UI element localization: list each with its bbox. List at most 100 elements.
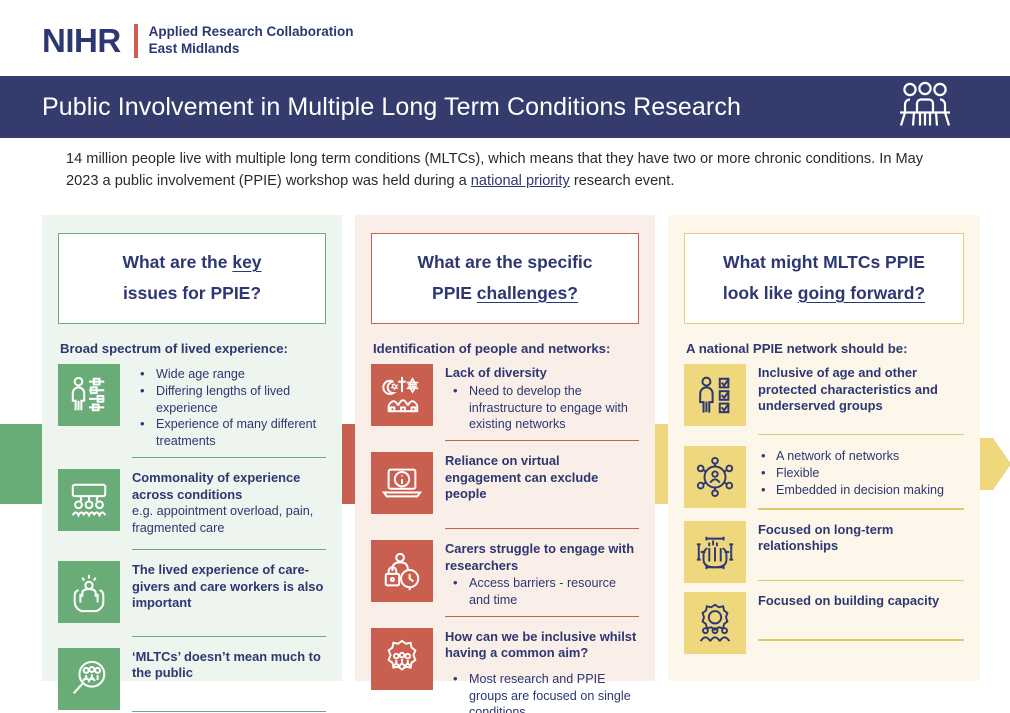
item-title: ‘MLTCs’ doesn’t mean much to the public [132,648,321,681]
item-divider [758,639,964,641]
list-item-body: Lack of diversity Need to develop the in… [445,364,639,450]
caring-hands-person-icon [58,561,120,624]
heading-underline-2: challenges? [476,282,578,303]
item-divider [445,615,639,617]
column-heading-going-forward: What might MLTCs PPIE look like going fo… [684,233,964,325]
list-item-body: The lived experience of care-givers and … [132,561,326,646]
handshake-hand-icon [684,520,746,583]
bullet-list: Access barriers - resource and time [445,574,639,608]
nihr-logo: NIHR Applied Research Collaboration East… [42,22,353,60]
bullet-item: Experience of many different treatments [132,415,326,449]
list-item: Focused on building capacity [684,591,964,654]
bullet-item: Wide age range [132,365,326,383]
list-item: ‘MLTCs’ doesn’t mean much to the public [58,647,326,713]
logo-subtitle-line2: East Midlands [148,41,240,56]
item-divider [132,635,326,637]
list-item-body: Reliance on virtual engagement can exclu… [445,452,639,538]
logo-divider-bar [133,24,138,58]
network-nodes-person-icon [684,446,746,509]
item-divider [758,508,964,510]
person-checklist-icon [684,364,746,427]
column-going-forward: What might MLTCs PPIE look like going fo… [668,215,980,681]
list-item: Carers struggle to engage with researche… [371,540,639,626]
logo-acronym: NIHR [42,22,121,59]
list-item: How can we be inclusive whilst having a … [371,627,639,713]
item-title: Carers struggle to engage with researche… [445,541,635,573]
bullet-item: Flexible [758,464,964,482]
laptop-information-icon [371,452,433,515]
heading-text-1: What are the [122,252,233,272]
magnifying-glass-people-icon [58,647,120,710]
heading-text-1: What might MLTCs PPIE [723,252,925,272]
item-divider [132,710,326,713]
list-item: Focused on long-term relationships [684,520,964,590]
item-divider [758,579,964,581]
intro-text-before: 14 million people live with multiple lon… [66,151,924,190]
list-item-body: Focused on building capacity [758,592,964,654]
list-item: Commonality of experience across conditi… [58,469,326,559]
bullet-list: Need to develop the infrastructure to en… [445,382,639,433]
carer-lock-clock-icon [371,540,433,603]
gear-capacity-people-icon [684,591,746,654]
list-item: Lack of diversity Need to develop the in… [371,364,639,450]
list-item-body: How can we be inclusive whilst having a … [445,628,639,713]
bullet-item: Embedded in decision making [758,481,964,499]
heading-text-2: look like [722,282,798,303]
item-title: How can we be inclusive whilst having a … [445,628,637,661]
item-title: Focused on long-term relationships [758,521,894,554]
bullet-list: A network of networks Flexible Embedded … [758,447,964,499]
list-item-body: Carers struggle to engage with researche… [445,540,639,626]
list-item: A network of networks Flexible Embedded … [684,446,964,519]
page-title: Public Involvement in Multiple Long Term… [42,92,741,121]
intro-paragraph: 14 million people live with multiple lon… [66,148,946,192]
list-item: The lived experience of care-givers and … [58,561,326,646]
item-title: Focused on building capacity [758,592,940,608]
bullet-item: Most research and PPIE groups are focuse… [445,670,639,713]
column-heading-key-issues: What are the key issues for PPIE? [58,233,326,325]
heading-text-2: PPIE [432,282,477,303]
item-divider [132,456,326,459]
item-title: Commonality of experience across conditi… [132,470,301,502]
item-title: The lived experience of care-givers and … [132,562,324,611]
connector-block-red [339,424,356,504]
logo-subtitle: Applied Research Collaboration East Midl… [149,24,354,58]
intro-text-after: research event. [569,173,675,190]
connector-block-green [0,424,42,504]
list-item: Wide age range Differing lengths of live… [58,364,326,467]
column-subheading-key-issues: Broad spectrum of lived experience: [60,341,288,357]
item-divider [445,527,639,530]
column-key-issues: What are the key issues for PPIE? Broad … [42,215,342,713]
column-heading-challenges: What are the specific PPIE challenges? [371,233,639,325]
item-divider [132,548,326,551]
column-ppie-challenges: What are the specific PPIE challenges? I… [355,215,655,713]
bullet-list: Wide age range Differing lengths of live… [132,365,326,450]
bullet-list: Most research and PPIE groups are focuse… [445,670,639,713]
religious-symbols-diversity-icon [371,364,433,427]
people-meeting-table-icon [58,469,120,532]
heading-underline-2: going forward? [797,282,926,303]
list-item-body: Focused on long-term relationships [758,521,964,590]
item-note: e.g. appointment overload, pain, fragmen… [132,504,314,535]
list-item-body: Commonality of experience across conditi… [132,469,326,559]
logo-subtitle-line1: Applied Research Collaboration [148,24,354,40]
gear-people-icon [371,627,433,690]
bullet-item: Differing lengths of lived experience [132,382,326,416]
bullet-item: Access barriers - resource and time [445,574,639,608]
column-subheading-challenges: Identification of people and networks: [373,341,611,357]
columns-container: What are the key issues for PPIE? Broad … [0,215,1010,713]
bullet-item: A network of networks [758,447,964,465]
heading-text-1: What are the specific [417,252,593,272]
list-item: Reliance on virtual engagement can exclu… [371,452,639,538]
list-item-body: ‘MLTCs’ doesn’t mean much to the public [132,648,326,713]
list-item-body: Wide age range Differing lengths of live… [132,364,326,467]
national-priority-link[interactable]: national priority [470,173,570,190]
heading-underline-1: key [232,252,262,272]
item-title: Reliance on virtual engagement can exclu… [445,453,599,502]
item-title: Lack of diversity [445,365,547,381]
bullet-item: Need to develop the infrastructure to en… [445,382,639,433]
item-divider [758,433,964,436]
item-title: Inclusive of age and other protected cha… [758,365,938,414]
heading-text-2: issues for PPIE? [122,282,262,303]
column-subheading-going-forward: A national PPIE network should be: [686,341,908,357]
title-banner: Public Involvement in Multiple Long Term… [0,76,1010,138]
